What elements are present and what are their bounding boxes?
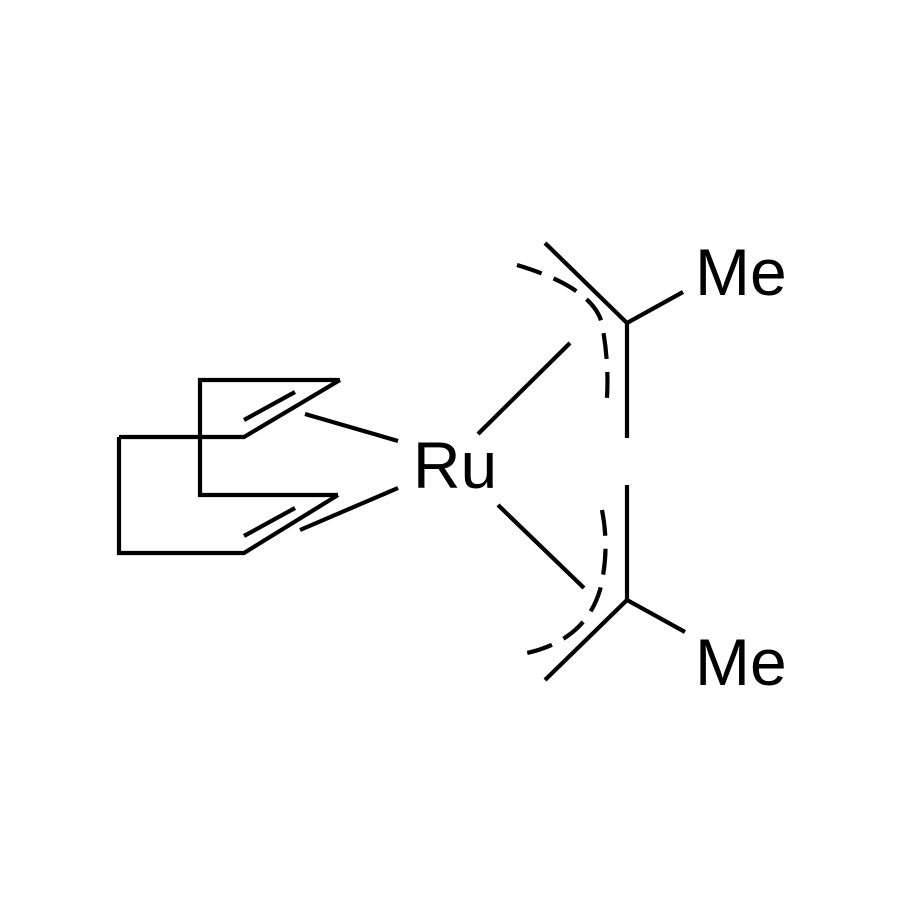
- cod-upper-ring-bonds: [119, 378, 342, 440]
- allyl-upper-delocalized-arc: [516, 262, 610, 411]
- allyl-upper-methyl-bond: [625, 290, 685, 325]
- ruthenium-atom-label: Ru: [413, 428, 497, 502]
- cod-double-bond-inner-lower: [242, 506, 297, 538]
- allyl-lower-terminal-bond: [543, 598, 629, 682]
- allyl-lower-methyl-bond: [625, 598, 687, 634]
- cod-to-ru-bond-lower: [299, 486, 399, 532]
- methylallyl-ligand-upper: [476, 241, 685, 438]
- allyl-lower-delocalized-arc: [526, 509, 608, 656]
- cod-front-ring-bonds: [116, 437, 340, 556]
- cyclooctadiene-ligand: [116, 377, 399, 556]
- cod-to-ru-bond-upper: [304, 411, 399, 444]
- methyl-label-lower: Me: [695, 625, 787, 699]
- allyl-lower-to-ru-bond: [496, 503, 586, 590]
- allyl-upper-to-ru-bond: [476, 341, 572, 436]
- cod-double-bond-inner-upper: [242, 390, 297, 422]
- allyl-upper-terminal-bond: [543, 241, 629, 325]
- methylallyl-ligand-lower: [496, 485, 687, 682]
- methyl-label-upper: Me: [695, 235, 787, 309]
